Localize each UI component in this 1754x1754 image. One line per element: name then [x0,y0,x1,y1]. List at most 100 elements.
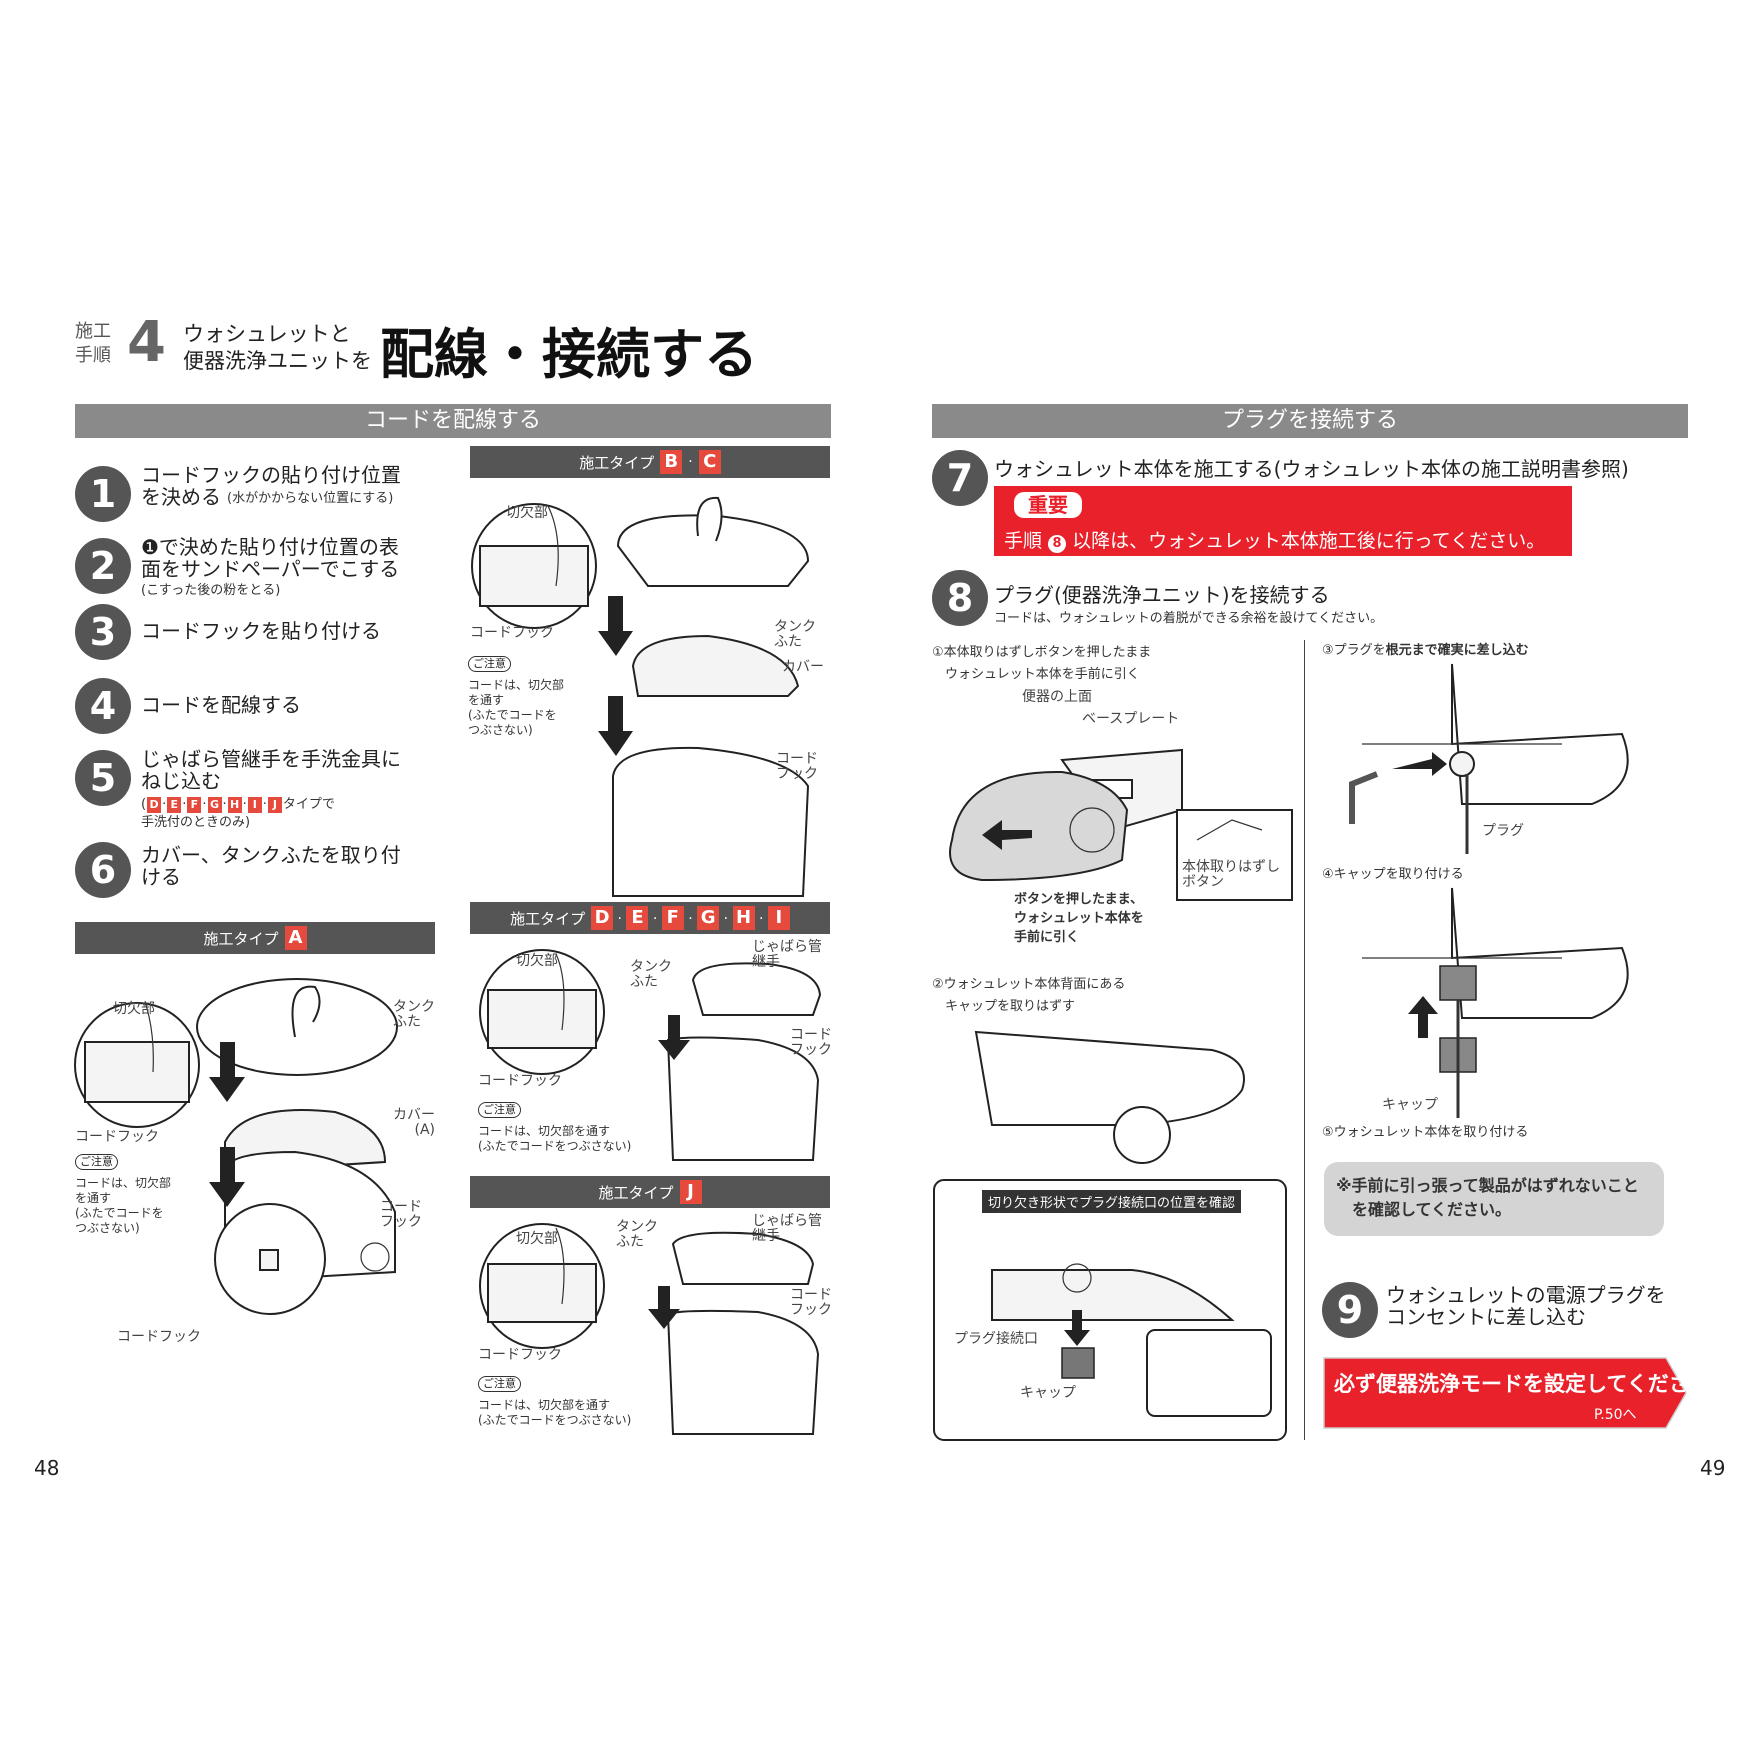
badge-separator: · [162,797,167,812]
step-text: コードフックの貼り付け位置 を決める [141,463,401,509]
sub-step-2: ②ウォシュレット本体背面にある キャップを取りはずす [932,977,1126,1014]
step-number-badge: 4 [75,678,131,734]
type-badge: J [679,1180,702,1204]
cap-attach-illustration [1362,887,1629,1118]
label-cordhook: コードフック [478,1347,562,1363]
type-di-bar: 施工タイプ D · E · F · G · H · I [470,902,830,934]
notch-label: 切り欠き形状でプラグ接続口の位置を確認 [982,1190,1242,1213]
type-badge: J [267,797,282,813]
step-note: (こすった後の粉をとる) [141,583,281,598]
cap-remove-illustration [933,1030,1287,1441]
label-kirikaki: 切欠部 [516,1231,558,1247]
washlet-remove-illustration [949,748,1293,901]
type-j-bar: 施工タイプ J [470,1176,830,1208]
type-j-diagram: 切欠部 コードフック タンク ふた じゃばら管 継手 コード フック ご注意 コ… [468,1214,832,1444]
step-text: コードフックを貼り付ける [141,619,381,643]
label-kirikaki: 切欠部 [506,505,548,521]
sub-step-4: ④キャップを取り付ける [1322,867,1464,882]
type-badge: G [207,797,222,813]
label-cordhook3: コードフック [117,1329,201,1345]
sub3-bold: 根元まで確実に差し込む [1385,643,1529,658]
step-text: カバー、タンクふたを取り付 ける [141,843,401,889]
step-text: コードを配線する [141,693,301,717]
label-kirikaki: 切欠部 [113,1001,155,1017]
check-note-box: ※手前に引っ張って製品がはずれないこと を確認してください。 [1324,1162,1664,1236]
step-note: 手洗付のときのみ) [141,815,251,830]
label-tank-futa: タンク ふた [616,1219,658,1250]
label-cordhook2: コード フック [776,751,818,782]
type-badge: D [147,797,162,813]
label-cordhook2: コード フック [790,1287,832,1318]
important-box: 重要 手順 8 以降は、ウォシュレット本体施工後に行ってください。 [994,486,1572,556]
type-badge: G [697,906,720,930]
label-cordhook: コードフック [478,1073,562,1089]
sub-step-1: ①本体取りはずしボタンを押したまま ウォシュレット本体を手前に引く [932,645,1152,682]
step-text: ❶で決めた貼り付け位置の表 面をサンドペーパーでこする [141,535,400,581]
label-plug: プラグ [1482,823,1524,839]
label-benki-top: 便器の上面 [1022,689,1092,705]
step-8-text: プラグ(便器洗浄ユニット)を接続する [994,583,1330,607]
label-cap2: キャップ [1382,1097,1438,1113]
step-number-badge: 1 [75,466,131,522]
caution-badge: ご注意 [478,1376,521,1392]
label-base-plate: ベースプレート [1082,711,1180,727]
label-release-button: 本体取りはずし ボタン [1182,859,1280,890]
type-a-diagram: 切欠部 コードフック タンク ふた カバー (A) コード フック コードフック… [74,962,455,1362]
badge-separator: · [754,911,768,927]
badge-separator: · [182,797,187,812]
type-badge: B [660,450,683,474]
badge-separator: · [202,797,207,812]
step-number-badge: 5 [75,750,131,806]
caution-badge: ご注意 [75,1154,118,1170]
type-badge: A [284,926,307,950]
type-j-illustration [479,1223,820,1435]
divider [1304,640,1305,1440]
type-label: 施工タイプ [579,453,655,472]
caution-badge: ご注意 [478,1102,521,1118]
label-cordhook: コードフック [75,1129,159,1145]
page-title: 配線・接続する [380,323,758,386]
badge-separator: · [683,911,698,927]
step-7-badge: 7 [932,450,988,506]
step-text: じゃばら管継手を手洗金具に ねじ込む [141,747,401,793]
sub1-diagram: 便器の上面 ベースプレート 本体取りはずし ボタン ボタンを押したまま、 ウォシ… [932,690,1302,970]
sub-step-3: ③プラグを根元まで確実に差し込む [1322,642,1529,659]
type-bc-diagram: 切欠部 コードフック タンク ふた カバー コード フック ご注意 コードは、切… [468,486,830,897]
type-bc-bar: 施工タイプ B · C [470,446,830,478]
badge-separator: · [613,911,627,927]
label-cover: カバー (A) [393,1107,435,1138]
badge-separator: · [242,797,247,812]
type-badge: H [732,906,755,930]
caution-text: コードは、切欠部を通す (ふたでコードをつぶさない) [478,1398,632,1427]
type-label: 施工タイプ [598,1183,674,1202]
sub-step-5: ⑤ウォシュレット本体を取り付ける [1322,1125,1529,1140]
type-di-illustration [479,949,822,1161]
step-8-badge: 8 [932,570,988,626]
banner-page-ref: P.50へ [1594,1407,1637,1423]
caution-badge: ご注意 [468,656,511,672]
badge-separator: · [648,911,662,927]
mode-banner[interactable]: 必ず便器洗浄モードを設定してください P.50へ [1323,1352,1711,1434]
label-kirikaki: 切欠部 [516,953,558,969]
important-pre: 手順 [1004,530,1043,552]
label-cover: カバー [782,659,824,675]
badge-separator: · [222,797,227,812]
type-badge: F [661,906,684,930]
label-cordhook2: コード フック [380,1199,422,1230]
left-section-bar: コードを配線する [75,404,831,438]
type-label: 施工タイプ [203,929,279,948]
caution-text: コードは、切欠部 を通す (ふたでコードを つぶさない) [75,1176,172,1235]
important-label: 重要 [1014,492,1082,518]
type-badge: E [626,906,649,930]
sub3-diagram: プラグ [1322,663,1662,854]
subtitle-line1: ウォシュレットと [183,322,351,346]
plug-insert-illustration [1349,663,1629,854]
label-tank-futa: タンク ふた [393,999,435,1030]
banner-text: 必ず便器洗浄モードを設定してください [1334,1372,1711,1396]
step-number-badge: 6 [75,842,131,898]
important-text: 手順 8 以降は、ウォシュレット本体施工後に行ってください。 [1004,526,1545,553]
type-badge: I [247,797,262,813]
type-bc-illustration [471,496,810,897]
right-section-bar: プラグを接続する [932,404,1688,438]
caution-text: コードは、切欠部 を通す (ふたでコードを つぶさない) [468,678,565,737]
